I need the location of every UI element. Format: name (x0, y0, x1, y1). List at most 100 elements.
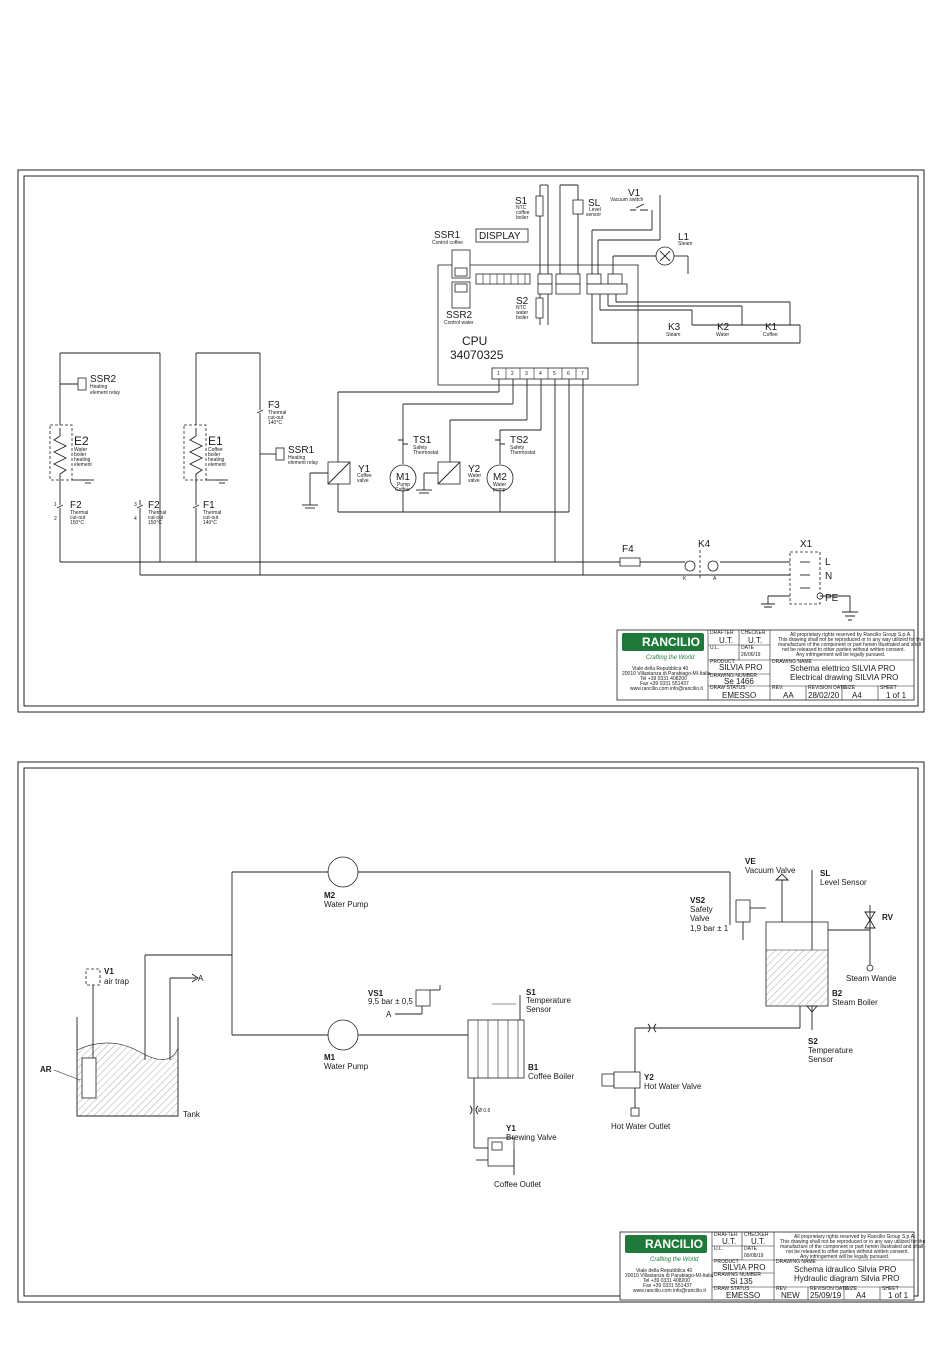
electrical-sheet: CPU 34070325 DISPLAY SSR1 Control coffee… (17, 169, 925, 713)
svg-text:4: 4 (134, 516, 137, 522)
svg-text:M2: M2 (324, 891, 336, 900)
svg-text:B2: B2 (832, 989, 843, 998)
svg-text:air trap: air trap (104, 977, 129, 986)
hydraulic-sheet: Tank AR V1 air trap M2 (17, 761, 926, 1303)
svg-text:Heating: Heating (90, 384, 107, 390)
svg-text:cut-out: cut-out (203, 515, 219, 521)
b2-steam-boiler: B2 Steam Boiler (765, 921, 878, 1007)
sl-level-sensor: SL Level sensor (555, 184, 601, 285)
svg-text:K2: K2 (717, 322, 730, 333)
svg-text:M1: M1 (324, 1053, 336, 1062)
v1-air-trap: V1 air trap (85, 967, 129, 1058)
svg-text:Sensor: Sensor (526, 1005, 552, 1014)
svg-text:A4: A4 (856, 1291, 866, 1300)
svg-text:REV.: REV. (772, 685, 783, 691)
svg-text:Water: Water (716, 332, 729, 338)
s2-ntc-water-sensor: S2 NTC water boiler (516, 294, 549, 325)
svg-text:E2: E2 (74, 434, 89, 448)
rancilio-logo-hyd (625, 1235, 707, 1253)
svg-text:7: 7 (581, 371, 584, 377)
svg-text:X1: X1 (800, 539, 813, 550)
svg-text:A: A (713, 576, 717, 582)
svg-text:Brewing Valve: Brewing Valve (506, 1133, 557, 1142)
svg-text:U.T.: U.T. (722, 1237, 736, 1246)
f2b-thermal-cutout: 3 4 F2 Thermal cut-out 150°C (134, 500, 166, 575)
hydraulic-inner-frame (23, 767, 919, 1297)
svg-text:NTC: NTC (516, 205, 527, 211)
ssr2-connector: SSR2 Control water (444, 281, 474, 326)
svg-text:F2: F2 (70, 500, 82, 511)
svg-text:L1: L1 (678, 232, 690, 243)
svg-text:1 of 1: 1 of 1 (886, 691, 907, 700)
svg-text:20010 Villastanza di Parabiago: 20010 Villastanza di Parabiago-MI-Italia (625, 1273, 714, 1279)
svg-text:SIZE: SIZE (846, 1286, 858, 1292)
svg-text:Thermal: Thermal (148, 510, 166, 516)
f1-thermal-cutout: F1 Thermal cut-out 140°C (192, 500, 221, 562)
hydraulic-title-block: RANCILIO Crafting the World Viale della … (619, 1231, 926, 1301)
svg-text:Water: Water (493, 482, 506, 488)
svg-text:K1: K1 (765, 322, 778, 333)
sl-level-sensor-hyd: SL Level Sensor (811, 869, 867, 950)
svg-text:valve: valve (468, 478, 480, 484)
svg-text:Coffee: Coffee (357, 473, 372, 479)
svg-text:Thermostat: Thermostat (510, 450, 536, 456)
f2a-thermal-cutout: 1 2 F2 Thermal cut-out 150°C (54, 500, 88, 562)
svg-text:Water: Water (74, 447, 87, 453)
y2-water-valve: Y2 Water valve (416, 461, 481, 494)
svg-text:VS1: VS1 (368, 989, 384, 998)
pin-wiring (337, 379, 584, 575)
svg-text:Any infringement will be legal: Any infringement will be legally pursued… (796, 652, 885, 658)
svg-text:Sensor: Sensor (808, 1055, 834, 1064)
ve-vacuum-valve: VE Vacuum Valve (745, 857, 796, 922)
svg-text:manufacture of the component o: manufacture of the component or part her… (780, 1244, 923, 1250)
svg-text:K: K (683, 576, 687, 582)
svg-text:boiler: boiler (74, 452, 87, 458)
svg-text:www.rancilio.com info@ranc: www.rancilio.com info@rancilio.it (630, 686, 703, 692)
s2-temperature-sensor-hyd: S2 Temperature Sensor (806, 1005, 853, 1064)
svg-text:Control coffee: Control coffee (432, 240, 463, 246)
svg-text:DRAW STATUS: DRAW STATUS (710, 685, 746, 691)
b1-coffee-boiler: B1 Coffee Boiler S1 Temperature Sensor (467, 988, 574, 1081)
e2-water-heater: E2 Water boiler heating element (49, 424, 94, 500)
svg-text:Vacuum switch: Vacuum switch (610, 197, 643, 203)
svg-text:Vacuum Valve: Vacuum Valve (745, 866, 796, 875)
m2-water-pump-hyd: M2 Water Pump (324, 856, 369, 909)
svg-text:V1: V1 (104, 967, 114, 976)
svg-text:6: 6 (567, 371, 570, 377)
electrical-title-block: RANCILIO Crafting the World Viale della … (616, 629, 924, 701)
svg-text:140°C: 140°C (203, 520, 217, 526)
svg-text:Control water: Control water (444, 320, 474, 326)
svg-text:Tel +39 0331 408200: Tel +39 0331 408200 (640, 676, 687, 682)
y1-brewing-valve-hyd: Ø 0.6 Y1 Brewing Valve Coffee Outlet (469, 1078, 557, 1189)
svg-text:1: 1 (54, 502, 57, 508)
svg-text:M2: M2 (493, 472, 507, 483)
svg-text:coffee: coffee (516, 210, 530, 216)
ssr1-connector: SSR1 Control coffee (432, 230, 471, 279)
svg-text:A: A (386, 1010, 392, 1019)
svg-text:Steam Boiler: Steam Boiler (832, 998, 878, 1007)
svg-text:28/02/20: 28/02/20 (808, 691, 840, 700)
hydraulic-outer-frame (17, 761, 925, 1303)
svg-text:Safety: Safety (690, 905, 713, 914)
svg-text:26/06/19: 26/06/19 (741, 652, 761, 658)
svg-text:cut-out: cut-out (70, 515, 86, 521)
display-label: DISPLAY (479, 231, 521, 242)
svg-text:Y2: Y2 (468, 464, 481, 475)
svg-text:SSR1: SSR1 (288, 445, 315, 456)
svg-text:Y1: Y1 (358, 464, 371, 475)
svg-text:3: 3 (134, 502, 137, 508)
svg-text:SILVIA PRO: SILVIA PRO (722, 1263, 765, 1272)
svg-text:Water: Water (468, 473, 481, 479)
svg-text:L: L (825, 557, 831, 568)
svg-text:A4: A4 (852, 691, 862, 700)
svg-text:Level Sensor: Level Sensor (820, 878, 867, 887)
svg-text:F2: F2 (148, 500, 160, 511)
f3-thermal-cutout: F3 Thermal cut-out 140°C (256, 400, 286, 575)
svg-text:09/08/19: 09/08/19 (744, 1253, 764, 1259)
svg-text:2: 2 (511, 371, 514, 377)
svg-text:CHECKER: CHECKER (744, 1232, 769, 1238)
svg-text:This drawing shall not be repr: This drawing shall not be reproduced or … (778, 637, 924, 643)
svg-text:AR: AR (40, 1065, 52, 1074)
electrical-inner-frame (23, 175, 919, 707)
